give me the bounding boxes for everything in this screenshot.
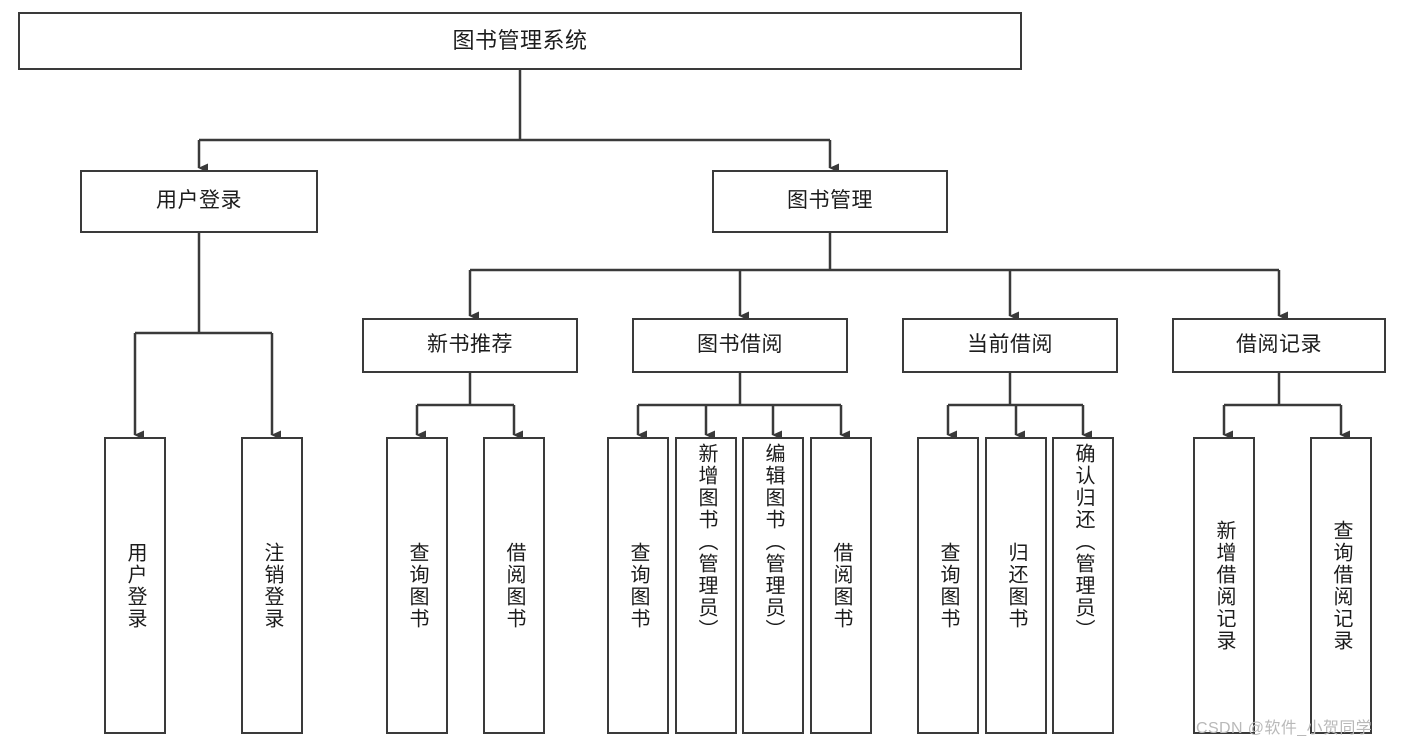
node-leaf-query-book-3[interactable]: 查询图书: [917, 437, 979, 734]
node-leaf-confirm-return[interactable]: 确认归还（管理员）: [1052, 437, 1114, 734]
node-label: 图书借阅: [697, 333, 783, 357]
node-label: 图书管理系统: [452, 28, 588, 54]
node-label: 注销登录: [261, 541, 283, 630]
node-label: 用户登录: [156, 189, 242, 213]
node-leaf-query-book-2[interactable]: 查询图书: [607, 437, 669, 734]
node-label: 确认归还（管理员）: [1072, 443, 1094, 641]
node-leaf-add-record[interactable]: 新增借阅记录: [1193, 437, 1255, 734]
node-leaf-add-book[interactable]: 新增图书（管理员）: [675, 437, 737, 734]
node-l2-book-borrow[interactable]: 图书借阅: [632, 318, 848, 373]
csdn-watermark: CSDN @软件_小贺同学: [1196, 720, 1373, 737]
node-label: 查询借阅记录: [1330, 519, 1352, 652]
node-leaf-user-login[interactable]: 用户登录: [104, 437, 166, 734]
node-l2-borrow-record[interactable]: 借阅记录: [1172, 318, 1386, 373]
node-label: 借阅图书: [503, 541, 525, 630]
node-leaf-query-book-1[interactable]: 查询图书: [386, 437, 448, 734]
node-label: 查询图书: [627, 541, 649, 630]
node-label: 新增图书（管理员）: [695, 443, 717, 641]
node-leaf-borrow-book-1[interactable]: 借阅图书: [483, 437, 545, 734]
node-label: 查询图书: [406, 541, 428, 630]
node-leaf-edit-book[interactable]: 编辑图书（管理员）: [742, 437, 804, 734]
node-label: 用户登录: [124, 541, 146, 630]
connector-lines: [133, 70, 1350, 440]
node-l1-user-login[interactable]: 用户登录: [80, 170, 318, 233]
node-label: 借阅图书: [830, 541, 852, 630]
node-l1-book-manage[interactable]: 图书管理: [712, 170, 948, 233]
node-leaf-return-book[interactable]: 归还图书: [985, 437, 1047, 734]
node-label: 借阅记录: [1236, 333, 1322, 357]
node-l2-current-borrow[interactable]: 当前借阅: [902, 318, 1118, 373]
node-label: 当前借阅: [967, 333, 1053, 357]
node-l2-new-book-rec[interactable]: 新书推荐: [362, 318, 578, 373]
node-label: 图书管理: [787, 189, 873, 213]
node-label: 查询图书: [937, 541, 959, 630]
node-label: 新增借阅记录: [1213, 519, 1235, 652]
node-label: 新书推荐: [427, 333, 513, 357]
node-leaf-user-logout[interactable]: 注销登录: [241, 437, 303, 734]
node-label: 编辑图书（管理员）: [762, 443, 784, 641]
node-leaf-borrow-book-2[interactable]: 借阅图书: [810, 437, 872, 734]
node-label: 归还图书: [1005, 541, 1027, 630]
node-root[interactable]: 图书管理系统: [18, 12, 1022, 70]
node-leaf-query-record[interactable]: 查询借阅记录: [1310, 437, 1372, 734]
